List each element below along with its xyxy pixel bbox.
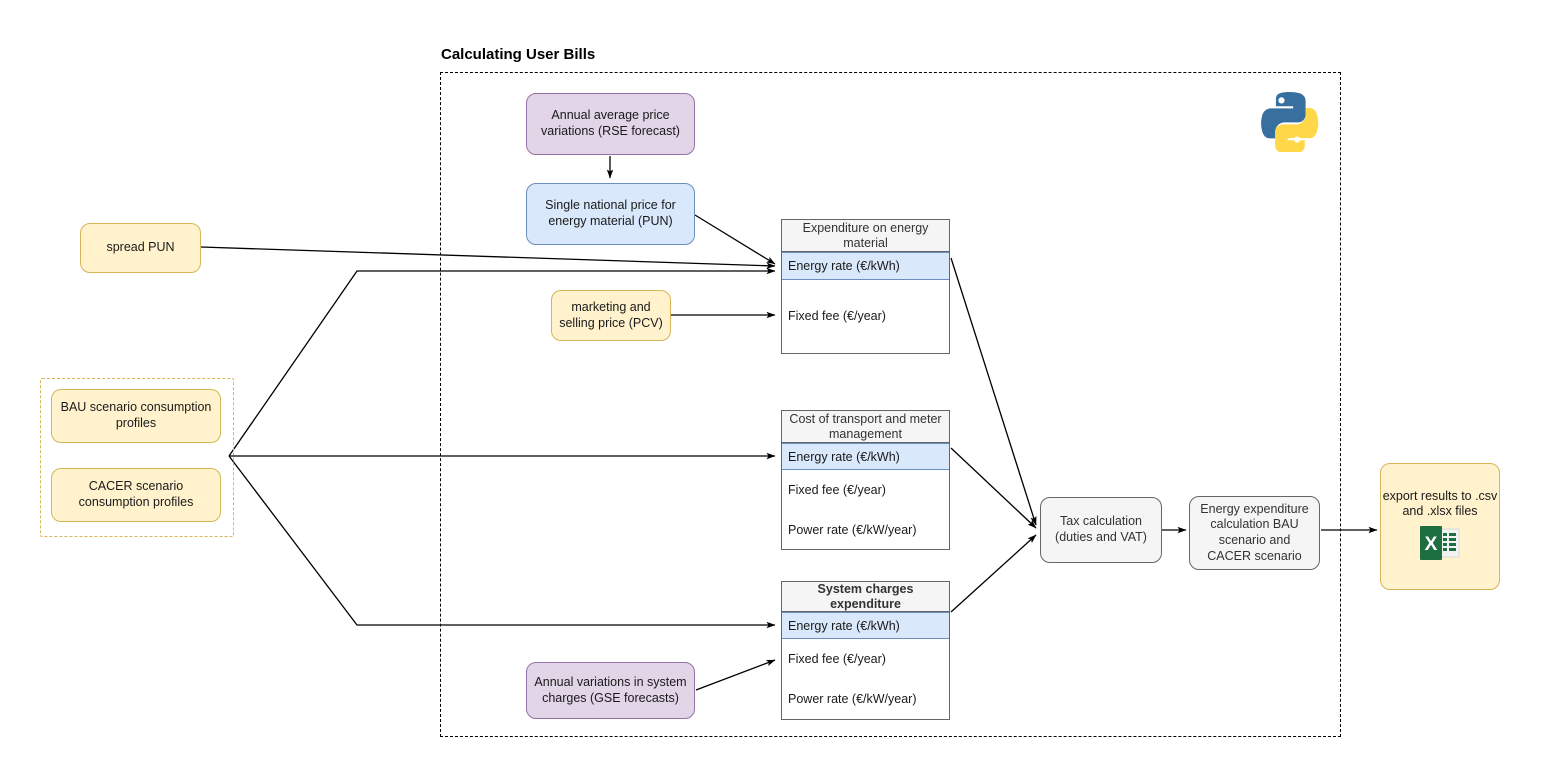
- python-logo-icon: [1258, 88, 1322, 155]
- pcv-node[interactable]: marketing and selling price (PCV): [551, 290, 671, 341]
- export-label: export results to .csv and .xlsx files: [1382, 488, 1498, 519]
- table-row[interactable]: Energy rate (€/kWh): [782, 252, 949, 280]
- table-row[interactable]: Fixed fee (€/year): [782, 280, 949, 352]
- expenditure-energy-material-table: Expenditure on energy material Energy ra…: [781, 219, 950, 354]
- system-charges-expenditure-table: System charges expenditure Energy rate (…: [781, 581, 950, 720]
- spread-pun-node[interactable]: spread PUN: [80, 223, 201, 273]
- energy-expenditure-calculation-node[interactable]: Energy expenditure calculation BAU scena…: [1189, 496, 1320, 570]
- bau-profiles-node[interactable]: BAU scenario consumption profiles: [51, 389, 221, 443]
- tax-calculation-node[interactable]: Tax calculation (duties and VAT): [1040, 497, 1162, 563]
- svg-text:X: X: [1425, 534, 1438, 555]
- table-header: Expenditure on energy material: [782, 220, 949, 252]
- table-row[interactable]: Energy rate (€/kWh): [782, 612, 949, 639]
- table-header: System charges expenditure: [782, 582, 949, 612]
- rse-forecast-node[interactable]: Annual average price variations (RSE for…: [526, 93, 695, 155]
- table-row[interactable]: Fixed fee (€/year): [782, 470, 949, 510]
- excel-file-icon: X: [1419, 525, 1461, 565]
- table-row[interactable]: Energy rate (€/kWh): [782, 443, 949, 470]
- frame-title: Calculating User Bills: [441, 46, 596, 63]
- table-row[interactable]: Power rate (€/kW/year): [782, 510, 949, 549]
- tax-line-1: Tax calculation: [1060, 514, 1142, 529]
- cost-transport-meter-table: Cost of transport and meter management E…: [781, 410, 950, 550]
- table-header: Cost of transport and meter management: [782, 411, 949, 443]
- gse-forecast-node[interactable]: Annual variations in system charges (GSE…: [526, 662, 695, 719]
- pun-node[interactable]: Single national price for energy materia…: [526, 183, 695, 245]
- consumption-profiles-group: [40, 378, 234, 537]
- tax-line-2: (duties and VAT): [1055, 530, 1147, 544]
- table-row[interactable]: Fixed fee (€/year): [782, 639, 949, 679]
- export-content: export results to .csv and .xlsx files X: [1381, 489, 1499, 565]
- table-row[interactable]: Power rate (€/kW/year): [782, 679, 949, 719]
- export-results-node[interactable]: export results to .csv and .xlsx files X: [1380, 463, 1500, 590]
- cacer-profiles-node[interactable]: CACER scenario consumption profiles: [51, 468, 221, 522]
- calculating-user-bills-frame: [440, 72, 1341, 737]
